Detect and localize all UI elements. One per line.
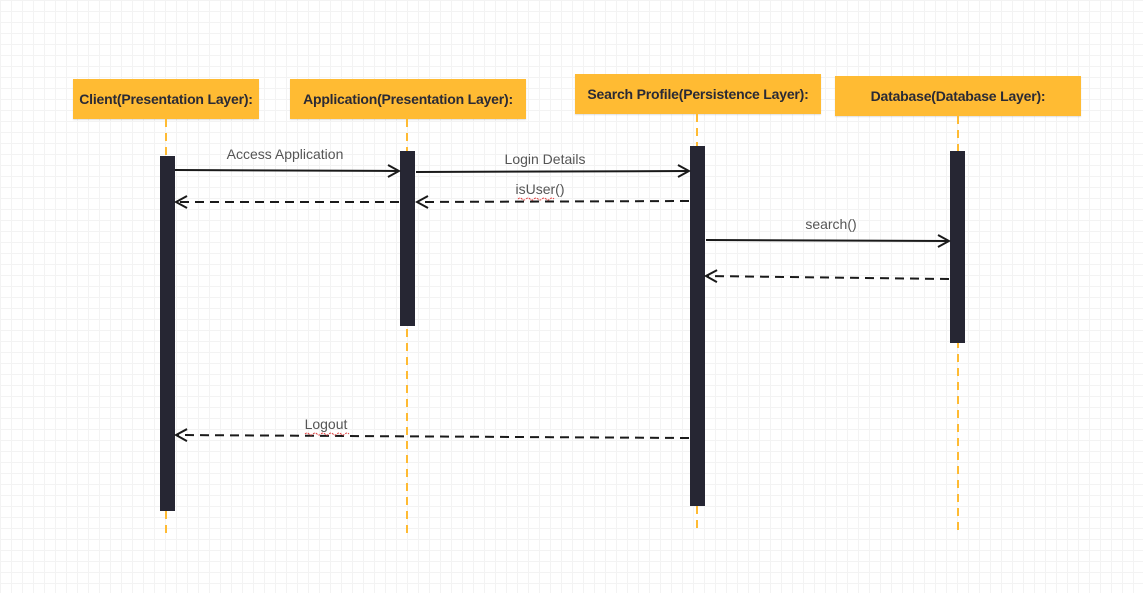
message-logout-label: Logout [305,416,348,432]
participant-client-label: Client(Presentation Layer): [79,91,253,107]
participant-database[interactable]: Database(Database Layer): [835,76,1081,116]
message-login-details-arrow[interactable] [415,171,689,172]
activation-search-profile[interactable] [690,146,705,506]
activation-client[interactable] [160,156,175,511]
participant-database-label: Database(Database Layer): [870,88,1046,104]
message-database-return-arrow[interactable] [706,276,950,279]
message-access-application-arrow[interactable] [174,170,399,171]
message-search-label: search() [805,216,856,232]
activation-database[interactable] [950,151,965,343]
spellcheck-underline-is-user [517,197,555,201]
message-login-details-label: Login Details [505,151,586,167]
activation-application[interactable] [400,151,415,326]
message-logout-return-arrow[interactable] [176,435,690,438]
message-is-user-label: isUser() [516,181,565,197]
participant-client[interactable]: Client(Presentation Layer): [73,79,259,119]
message-search-arrow[interactable] [705,240,949,241]
participant-application-label: Application(Presentation Layer): [303,91,513,107]
participant-search-profile[interactable]: Search Profile(Persistence Layer): [575,74,821,114]
participant-search-profile-label: Search Profile(Persistence Layer): [587,86,809,102]
spellcheck-underline-logout [304,432,350,436]
message-is-user-return-arrow[interactable] [417,201,690,202]
message-access-application-label: Access Application [227,146,344,162]
participant-application[interactable]: Application(Presentation Layer): [290,79,526,119]
